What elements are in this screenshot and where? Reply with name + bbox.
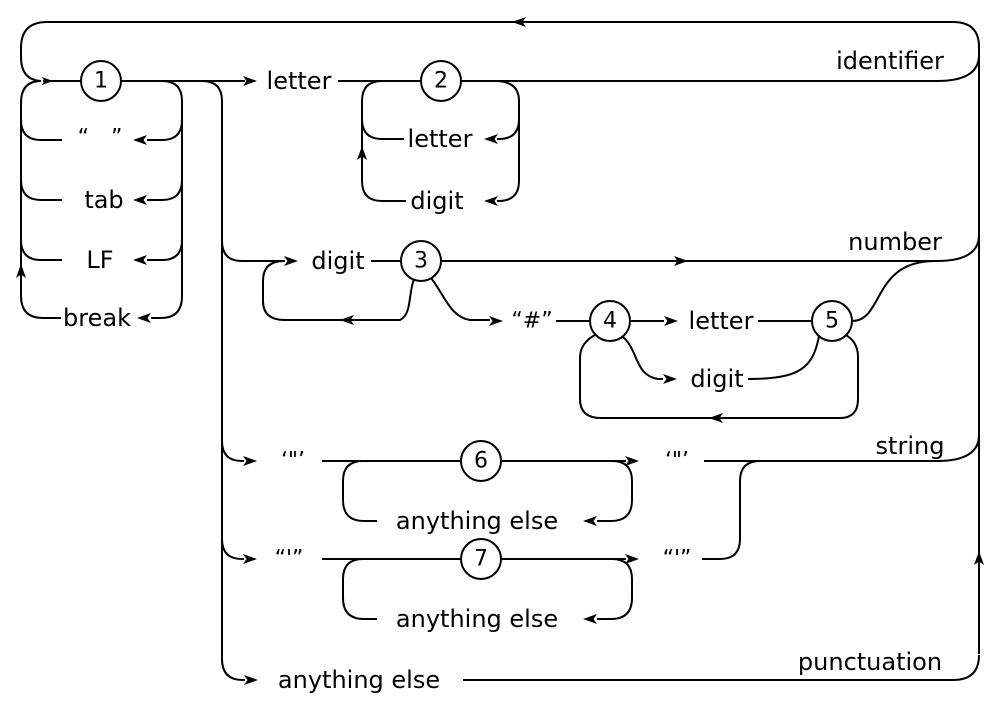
terminal-letter-basenum: letter: [689, 307, 754, 335]
branch-vertical: [201, 80, 245, 681]
arrow-state4-out: [664, 316, 678, 326]
ws-row-lf-left: [20, 239, 62, 261]
digit-to-state5: [747, 335, 820, 380]
ws-row-lf-right: [147, 239, 183, 261]
string2-merge: [702, 460, 761, 560]
arrow-id-digit: [484, 196, 498, 206]
id-loop-left: [361, 80, 406, 202]
state-3-circle: [400, 240, 442, 282]
state-1-label: 1: [94, 69, 108, 94]
state7-loop-left: [342, 558, 377, 620]
arrow-ws-break: [137, 313, 151, 323]
state-4-label: 4: [603, 309, 617, 334]
arrow-id-letter: [484, 134, 498, 144]
terminal-tab: tab: [84, 186, 123, 214]
string2-branch: [221, 538, 244, 560]
state-7-label: 7: [474, 547, 488, 572]
terminal-anything-else-dq: anything else: [396, 507, 558, 535]
number-branch: [221, 240, 285, 262]
hash-branch: [430, 277, 490, 321]
terminal-digit-number: digit: [311, 247, 364, 275]
state4-state5-loop: [579, 333, 859, 419]
arrow-to-letter-top: [243, 76, 257, 86]
arrow-to-digit-basenum: [663, 374, 677, 384]
state-6-circle: [460, 440, 502, 482]
state-2-circle: [420, 60, 462, 102]
terminal-anything-else-punct: anything else: [278, 666, 440, 694]
arrow-string2-entry: [243, 554, 257, 564]
terminal-letter-id-loop: letter: [408, 125, 473, 153]
output-label-punctuation: punctuation: [798, 648, 942, 676]
number-line-b: [441, 234, 980, 262]
terminal-squote-open: “'”: [275, 547, 304, 572]
terminal-lf: LF: [86, 246, 113, 274]
state6-loop-left: [342, 460, 377, 522]
arrow-to-hash: [489, 316, 503, 326]
punctuation-line: [463, 654, 980, 681]
state3-self-loop: [262, 260, 415, 321]
state-7-circle: [460, 538, 502, 580]
terminal-dquote-open: ‘"’: [281, 449, 305, 474]
identifier-line-b: [461, 54, 980, 82]
state-6-label: 6: [474, 449, 488, 474]
id-loop-right: [494, 80, 520, 202]
state-2-label: 2: [434, 69, 448, 94]
arrow-ws-lf: [133, 255, 147, 265]
terminal-letter-top: letter: [267, 67, 332, 95]
id-loop-letter-left: [361, 118, 404, 140]
ws-loop-left: [20, 80, 61, 319]
terminal-digit-basenum: digit: [690, 365, 743, 393]
arrow-punct-entry: [244, 675, 258, 685]
string1-branch: [221, 440, 244, 462]
ws-row-tab-left: [20, 179, 62, 201]
terminal-anything-else-sq: anything else: [396, 605, 558, 633]
diagram-edges: [20, 21, 980, 681]
outer-return-line: [20, 21, 953, 82]
diagram-arrowheads: [16, 17, 984, 685]
terminal-digit-id-loop: digit: [410, 187, 463, 215]
arrow-to-digit-number: [284, 256, 298, 266]
state-5-circle: [811, 300, 853, 342]
state5-exit: [851, 260, 936, 322]
arrow-to-sq-close: [625, 554, 639, 564]
state6-loop-right: [597, 460, 633, 522]
arrow-ws-tab: [133, 195, 147, 205]
arrow-ws-space: [133, 135, 147, 145]
terminal-break: break: [63, 304, 131, 332]
ws-row-space-left: [20, 119, 62, 141]
terminal-squote-close: “'”: [663, 547, 692, 572]
state7-loop-right: [597, 558, 633, 620]
output-label-string: string: [876, 432, 945, 460]
state-4-circle: [589, 300, 631, 342]
arrow-string1-entry: [243, 456, 257, 466]
ws-row-space-right: [147, 119, 183, 141]
state-3-label: 3: [414, 249, 428, 274]
state4-digit-branch: [621, 335, 663, 380]
arrow-any-sq: [583, 614, 597, 624]
right-return-line: [952, 21, 980, 654]
diagram-labels: 1 2 3 4 5 6 7 “ ” tab LF break letter le…: [63, 47, 944, 694]
output-label-number: number: [848, 228, 942, 256]
state-5-label: 5: [825, 309, 839, 334]
arrow-any-dq: [583, 516, 597, 526]
state-1-circle: [80, 60, 122, 102]
ws-loop-right: [151, 80, 183, 319]
id-loop-letter-right: [497, 118, 520, 140]
arrow-to-dq-close: [625, 456, 639, 466]
string1-line-c: [704, 434, 980, 462]
diagram-states: [80, 60, 853, 580]
terminal-quoted-space: “ ”: [78, 126, 123, 151]
terminal-dquote-close: ‘"’: [665, 449, 689, 474]
output-label-identifier: identifier: [836, 47, 944, 75]
terminal-quoted-hash: “#”: [511, 309, 552, 334]
ws-row-tab-right: [147, 179, 183, 201]
